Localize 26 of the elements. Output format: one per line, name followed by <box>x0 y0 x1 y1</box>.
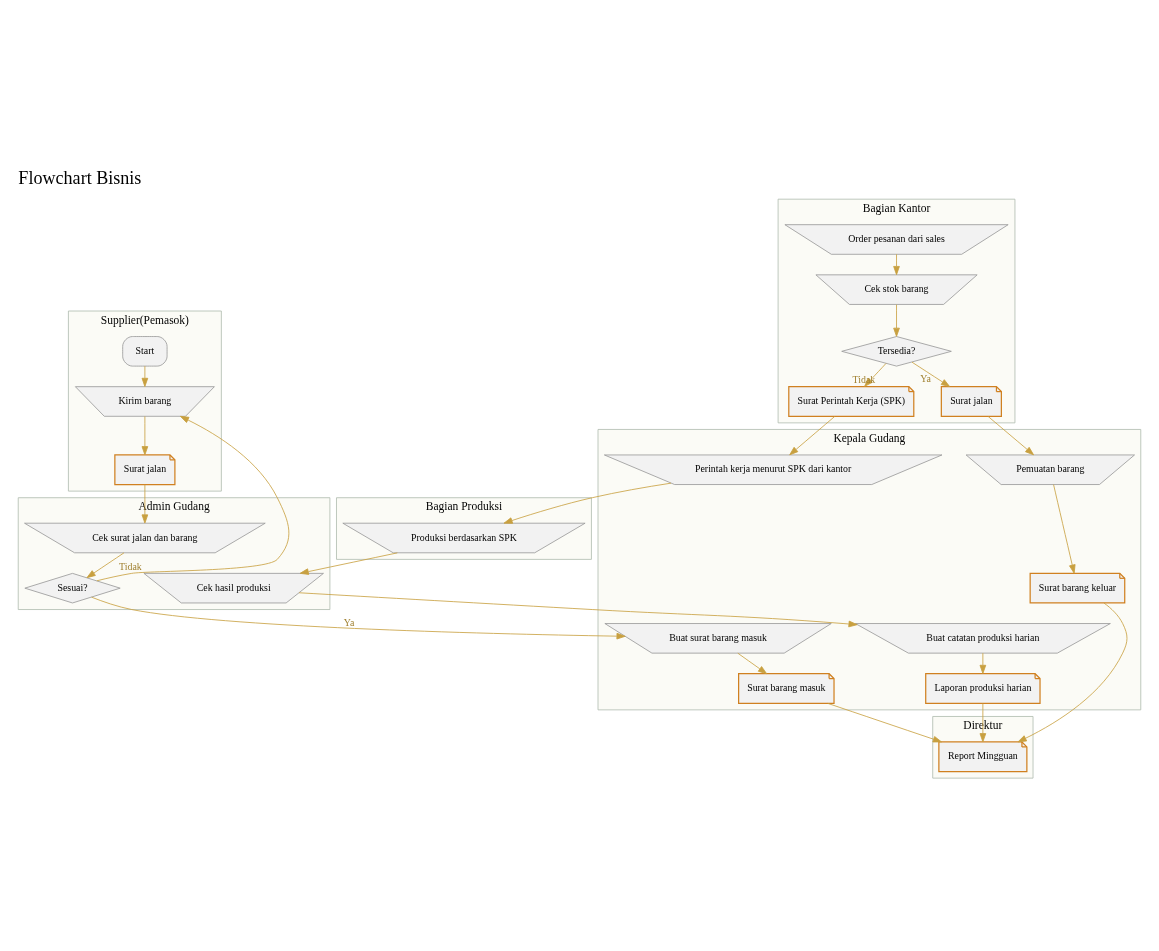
node-box: Start <box>122 336 168 367</box>
arrow <box>827 702 942 743</box>
arrow <box>298 592 858 628</box>
arrow <box>737 652 768 675</box>
diagram-title: Flowchart Bisnis <box>18 168 142 189</box>
arrow <box>141 365 149 387</box>
node-diamond: Tersedia? <box>841 336 952 367</box>
arrow <box>1053 484 1076 574</box>
arrow <box>503 482 672 524</box>
arrow <box>979 703 987 743</box>
arrow <box>141 484 149 524</box>
arrow <box>789 416 836 456</box>
arrow <box>893 253 900 276</box>
edge-label: Tidak <box>119 560 142 572</box>
arrow <box>987 416 1034 456</box>
arrow <box>1017 602 1128 743</box>
arrow <box>893 304 900 337</box>
arrow <box>299 552 398 575</box>
arrow <box>911 361 951 387</box>
edge-label: Ya <box>343 616 355 628</box>
arrow <box>86 552 125 579</box>
arrow <box>96 415 290 582</box>
arrow <box>141 416 149 456</box>
arrow <box>979 652 987 674</box>
arrow <box>91 596 626 640</box>
edge-label: Ya <box>920 373 931 385</box>
